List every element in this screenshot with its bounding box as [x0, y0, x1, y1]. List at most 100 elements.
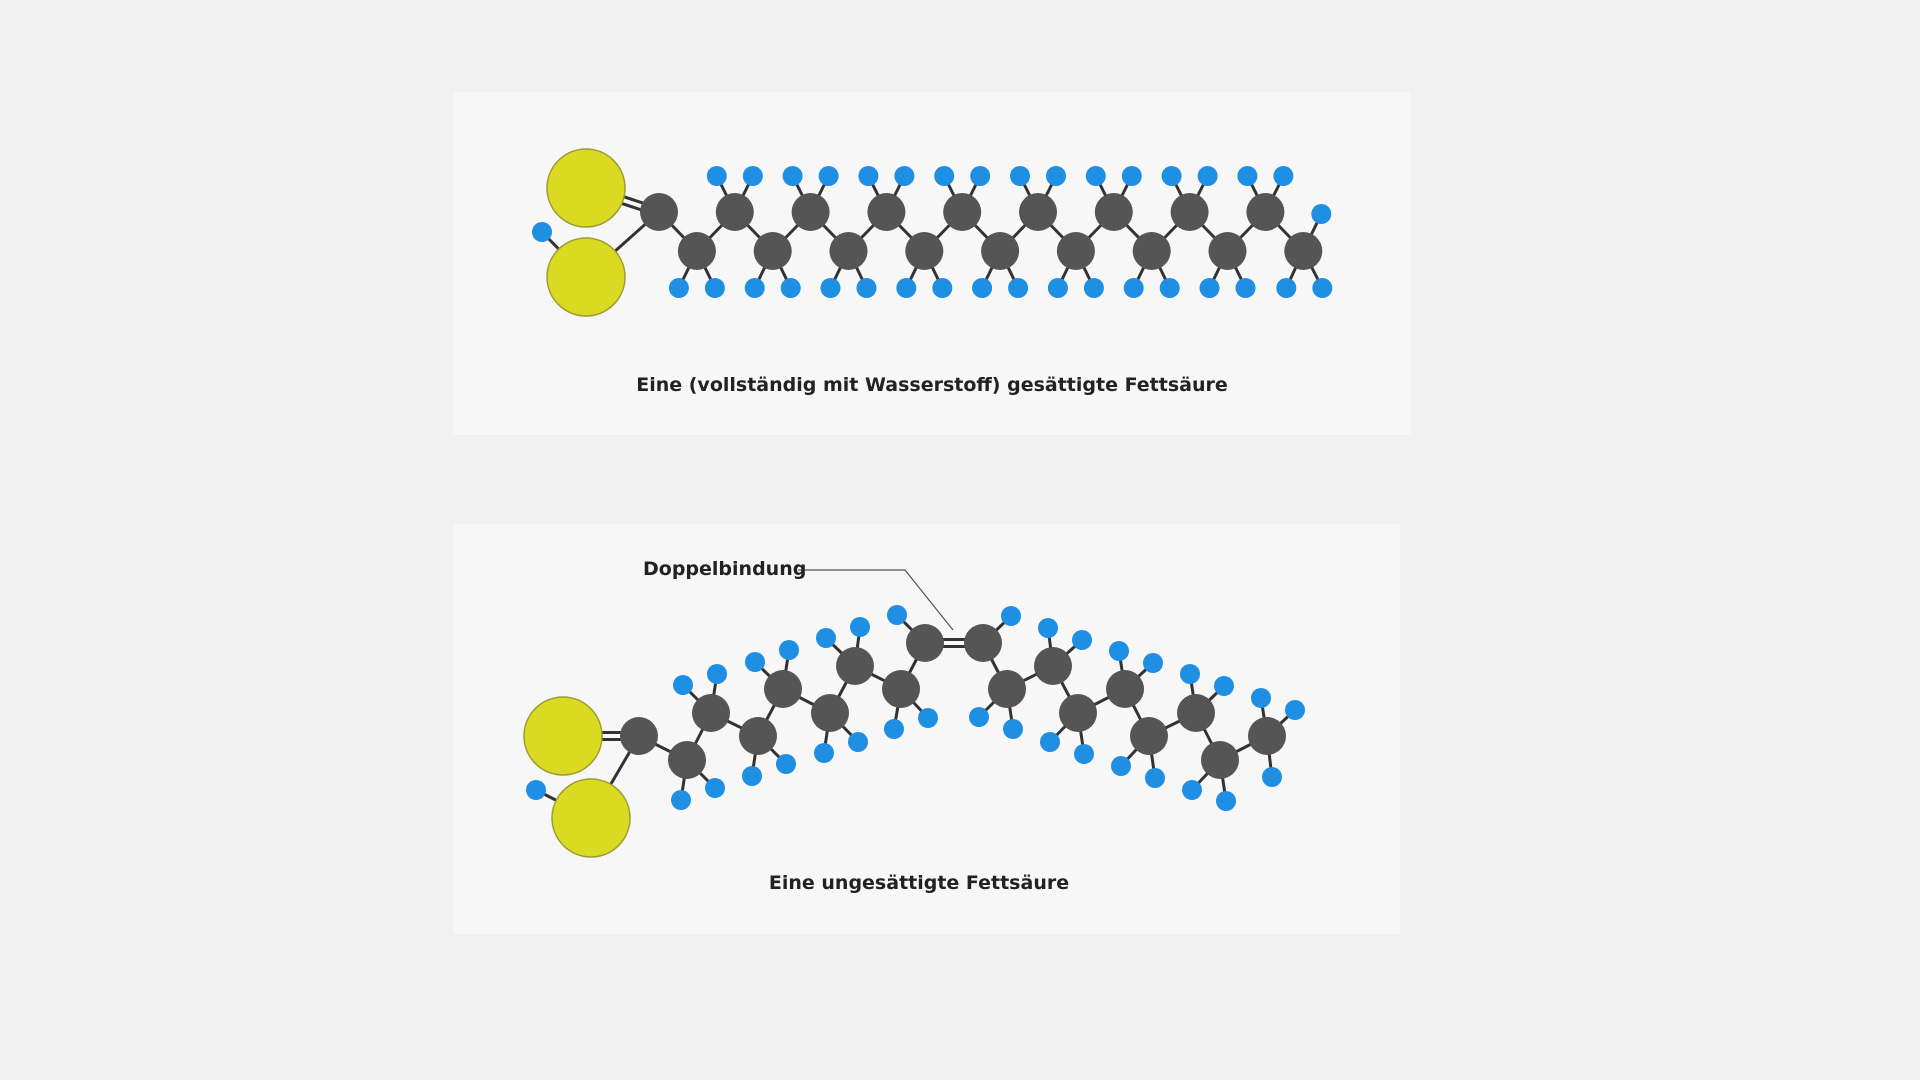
saturated-caption: Eine (vollständig mit Wasserstoff) gesät…: [636, 374, 1228, 396]
hydrogen-atom: [1111, 756, 1131, 776]
hydrogen-atom: [1285, 700, 1305, 720]
hydrogen-atom: [850, 617, 870, 637]
hydrogen-atom: [1072, 630, 1092, 650]
carbon-atom: [764, 670, 802, 708]
carbon-atom: [829, 232, 868, 270]
hydrogen-atom: [887, 605, 907, 625]
hydrogen-atom: [1276, 278, 1297, 298]
hydrogen-atom: [742, 166, 763, 186]
carbon-atom: [1170, 193, 1209, 231]
carbon-atom: [1208, 232, 1247, 270]
carbon-atom: [1201, 741, 1239, 779]
carbon-atom: [1034, 647, 1072, 685]
hydrogen-atom: [858, 166, 879, 186]
hydrogen-atom: [932, 278, 953, 298]
hydrogen-atom: [744, 278, 765, 298]
hydrogen-atom: [1216, 791, 1236, 811]
hydrogen-atom: [1001, 606, 1021, 626]
carbon-atom: [943, 193, 982, 231]
hydrogen-atom: [782, 166, 803, 186]
hydrogen-atom: [779, 640, 799, 660]
carbon-atom: [882, 670, 920, 708]
carbon-atom: [692, 694, 730, 732]
double-bond-leader-line: [798, 569, 954, 631]
hydrogen-atom: [816, 628, 836, 648]
hydrogen-atom: [969, 707, 989, 727]
carbon-atom: [668, 741, 706, 779]
hydrogen-atom: [1083, 278, 1104, 298]
saturated-fatty-acid-molecule: [532, 148, 1333, 317]
unsaturated-fatty-acid-molecule: [523, 569, 1305, 858]
hydrogen-atom: [970, 166, 991, 186]
hydrogen-atom: [1074, 744, 1094, 764]
carbon-atom: [1094, 193, 1133, 231]
oxygen-atom: [551, 778, 631, 858]
hydrogen-atom: [704, 278, 725, 298]
hydrogen-atom: [856, 278, 877, 298]
carbon-atom: [988, 670, 1026, 708]
hydrogen-atom: [673, 675, 693, 695]
double-bond-callout-label: Doppelbindung: [643, 558, 807, 580]
hydrogen-atom: [706, 166, 727, 186]
hydrogen-atom: [972, 278, 993, 298]
carbon-atom: [1056, 232, 1095, 270]
unsaturated-fatty-acid-panel: Doppelbindung Eine ungesättigte Fettsäur…: [453, 524, 1400, 934]
hydrogen-atom: [818, 166, 839, 186]
hydrogen-atom: [1109, 641, 1129, 661]
hydrogen-atom: [1311, 204, 1332, 224]
hydrogen-atom: [742, 766, 762, 786]
carbon-atom: [964, 624, 1002, 662]
carbon-atom: [677, 232, 716, 270]
carbon-atom: [867, 193, 906, 231]
hydrogen-atom: [1262, 767, 1282, 787]
carbon-atom: [739, 717, 777, 755]
hydrogen-atom: [776, 754, 796, 774]
hydrogen-atom: [1235, 278, 1256, 298]
hydrogen-atom: [780, 278, 801, 298]
hydrogen-atom: [526, 780, 546, 800]
carbon-atom: [836, 647, 874, 685]
carbon-atom: [1130, 717, 1168, 755]
hydrogen-atom: [1123, 278, 1144, 298]
carbon-atom: [753, 232, 792, 270]
carbon-atom: [981, 232, 1020, 270]
carbon-atom: [791, 193, 830, 231]
carbon-atom: [1246, 193, 1285, 231]
carbon-atom: [905, 232, 944, 270]
hydrogen-atom: [1145, 768, 1165, 788]
hydrogen-atom: [1197, 166, 1218, 186]
oxygen-atom: [546, 237, 626, 317]
hydrogen-atom: [1040, 732, 1060, 752]
carbon-atom: [620, 717, 658, 755]
carbon-atom: [1132, 232, 1171, 270]
carbon-atom: [1059, 694, 1097, 732]
hydrogen-atom: [1047, 278, 1068, 298]
carbon-atom: [1106, 670, 1144, 708]
carbon-atom: [811, 694, 849, 732]
oxygen-atom: [546, 148, 626, 228]
hydrogen-atom: [1085, 166, 1106, 186]
hydrogen-atom: [1273, 166, 1294, 186]
hydrogen-atom: [848, 732, 868, 752]
carbon-atom: [640, 193, 678, 231]
saturated-fatty-acid-panel: Eine (vollständig mit Wasserstoff) gesät…: [453, 92, 1411, 435]
unsaturated-caption: Eine ungesättigte Fettsäure: [768, 872, 1070, 894]
hydrogen-atom: [1010, 166, 1030, 186]
oxygen-atom: [523, 696, 603, 776]
hydrogen-atom: [1003, 719, 1023, 739]
carbon-atom: [715, 193, 754, 231]
carbon-atom: [1248, 717, 1286, 755]
hydrogen-atom: [1159, 278, 1180, 298]
hydrogen-atom: [707, 664, 727, 684]
hydrogen-atom: [1180, 664, 1200, 684]
hydrogen-atom: [1046, 166, 1066, 186]
hydrogen-atom: [1143, 653, 1163, 673]
hydrogen-atom: [1214, 676, 1234, 696]
carbon-atom: [1284, 232, 1323, 270]
carbon-atom: [906, 624, 944, 662]
hydrogen-atom: [532, 222, 552, 242]
carbon-atom: [1019, 193, 1057, 231]
hydrogen-atom: [1251, 688, 1271, 708]
hydrogen-atom: [1182, 780, 1202, 800]
hydrogen-atom: [1199, 278, 1220, 298]
